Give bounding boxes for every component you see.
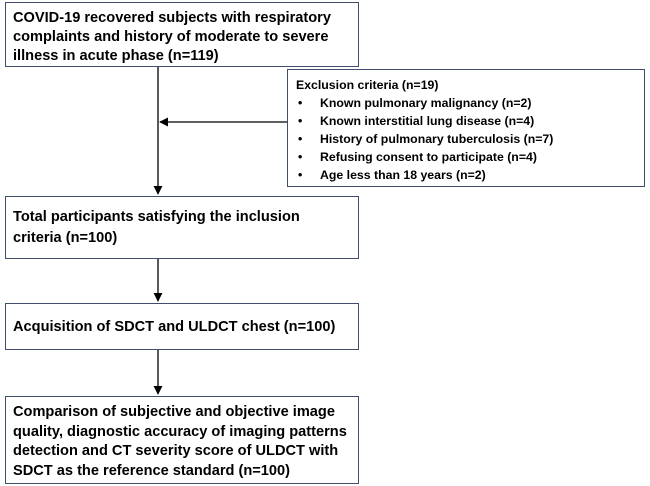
comparison-box: Comparison of subjective and objective i… [5,396,359,484]
exclusion-item: • Known pulmonary malignancy (n=2) [296,94,636,112]
bullet: • [298,132,303,146]
exclusion-box: Exclusion criteria (n=19) • Known pulmona… [287,69,645,187]
bullet: • [298,114,303,128]
exclusion-item-text: Known interstitial lung disease (n=4) [320,114,535,128]
exclusion-item: • Refusing consent to participate (n=4) [296,148,636,166]
included-box: Total participants satisfying the inclus… [5,196,359,259]
bullet: • [298,96,303,110]
exclusion-item-text: Refusing consent to participate (n=4) [320,150,537,164]
exclusion-item: • Age less than 18 years (n=2) [296,166,636,184]
exclusion-title: Exclusion criteria (n=19) [296,78,439,92]
enrolled-text: COVID-19 recovered subjects with respira… [13,10,331,64]
exclusion-item-text: Known pulmonary malignancy (n=2) [320,96,532,110]
exclusion-item: • History of pulmonary tuberculosis (n=7) [296,130,636,148]
comparison-text: Comparison of subjective and objective i… [13,404,347,479]
enrolled-box: COVID-19 recovered subjects with respira… [5,2,359,67]
acquisition-text: Acquisition of SDCT and ULDCT chest (n=1… [13,319,336,335]
acquisition-box: Acquisition of SDCT and ULDCT chest (n=1… [5,303,359,350]
bullet: • [298,150,303,164]
bullet: • [298,168,303,182]
exclusion-item: • Known interstitial lung disease (n=4) [296,112,636,130]
exclusion-list: • Known pulmonary malignancy (n=2) • Known… [296,94,636,184]
exclusion-item-text: History of pulmonary tuberculosis (n=7) [320,132,554,146]
exclusion-item-text: Age less than 18 years (n=2) [320,168,486,182]
included-text: Total participants satisfying the inclus… [13,209,300,246]
